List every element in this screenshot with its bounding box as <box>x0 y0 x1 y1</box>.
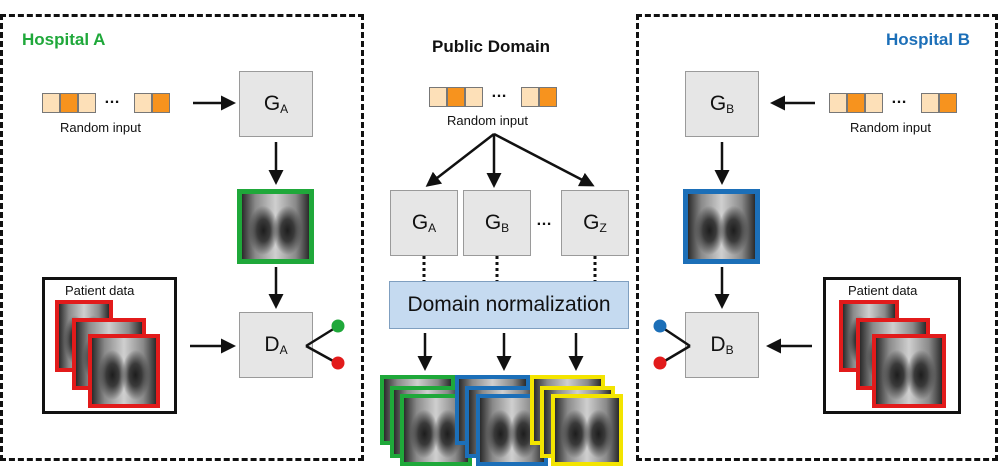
hospital-b-title: Hospital B <box>886 30 971 49</box>
chest-xray-icon <box>872 334 946 408</box>
random-input-vector-icon: … <box>829 90 959 113</box>
chest-xray-icon <box>551 394 623 466</box>
ellipsis: … <box>104 90 121 107</box>
chest-xray-icon <box>88 334 160 408</box>
output-dot-icon <box>331 319 345 333</box>
output-dot-icon <box>653 319 667 333</box>
output-dot-icon <box>653 356 667 370</box>
arrow-public-to-gz <box>493 132 595 187</box>
random-input-vector-icon: … <box>42 90 172 113</box>
output-dot-icon <box>331 356 345 370</box>
chest-xray-icon <box>237 189 314 264</box>
random-input-label-b: Random input <box>850 120 931 135</box>
db-branch-up <box>662 326 691 348</box>
random-input-label-a: Random input <box>60 120 141 135</box>
public-domain-title: Public Domain <box>432 37 551 56</box>
ellipsis: … <box>891 90 908 107</box>
hospital-a-region <box>0 14 364 461</box>
ellipsis: … <box>491 84 508 101</box>
da-branch-up <box>305 326 336 348</box>
da-branch-down <box>305 344 336 364</box>
random-input-label-public: Random input <box>447 113 528 128</box>
hospital-b-region <box>636 14 998 461</box>
hospital-a-title: Hospital A <box>22 30 106 49</box>
domain-normalization-box: Domain normalization <box>389 281 629 329</box>
patient-data-label-a: Patient data <box>65 283 135 298</box>
random-input-vector-icon: … <box>429 84 559 107</box>
chest-xray-icon <box>683 189 760 264</box>
db-branch-down <box>662 344 691 364</box>
arrow-public-to-ga <box>425 133 495 187</box>
generators-ellipsis: … <box>536 212 553 229</box>
patient-data-label-b: Patient data <box>848 283 918 298</box>
